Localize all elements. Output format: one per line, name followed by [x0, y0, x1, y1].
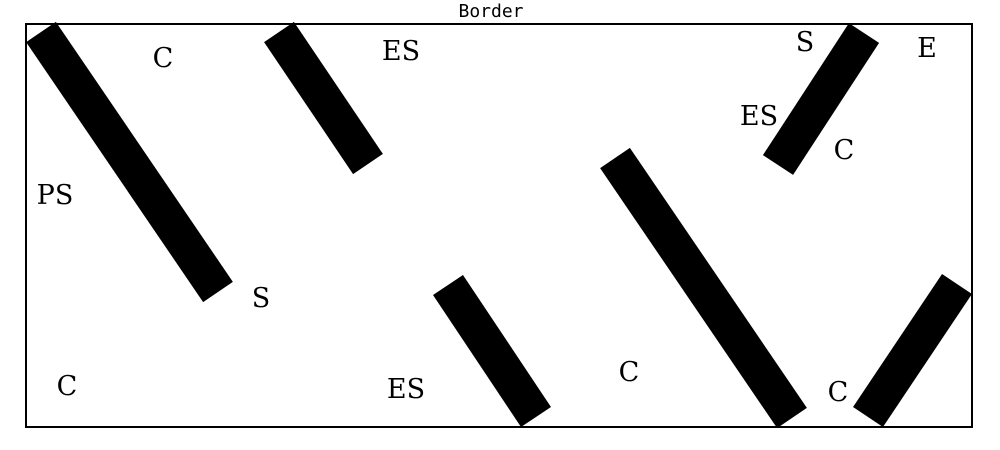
label-es-top-mid: ES — [382, 36, 420, 67]
bar-short-bottom-right — [853, 273, 972, 428]
bar-short-top-right — [762, 23, 880, 175]
label-c-bottom-mid: C — [619, 357, 640, 388]
label-c-bottom-right: C — [828, 377, 849, 408]
labels-group: C ES S E ES C PS S C ES C C — [37, 27, 937, 408]
bars-group — [26, 21, 972, 429]
label-es-right: ES — [740, 101, 778, 132]
bar-short-top-left — [264, 21, 383, 175]
border-frame — [25, 23, 973, 428]
bar-long-left — [26, 21, 233, 303]
label-s-mid-left: S — [252, 283, 271, 314]
label-c-top-left: C — [153, 43, 174, 74]
bar-short-bottom-mid — [433, 275, 551, 427]
label-c-right: C — [834, 135, 855, 166]
label-e-top-right: E — [917, 33, 937, 64]
label-ps-left: PS — [37, 180, 74, 211]
label-es-bottom-mid: ES — [387, 374, 425, 405]
bar-long-right — [600, 147, 807, 429]
label-c-bottom-left: C — [57, 371, 78, 402]
diagram-title: Border — [458, 1, 523, 22]
label-s-top-right: S — [796, 27, 815, 58]
